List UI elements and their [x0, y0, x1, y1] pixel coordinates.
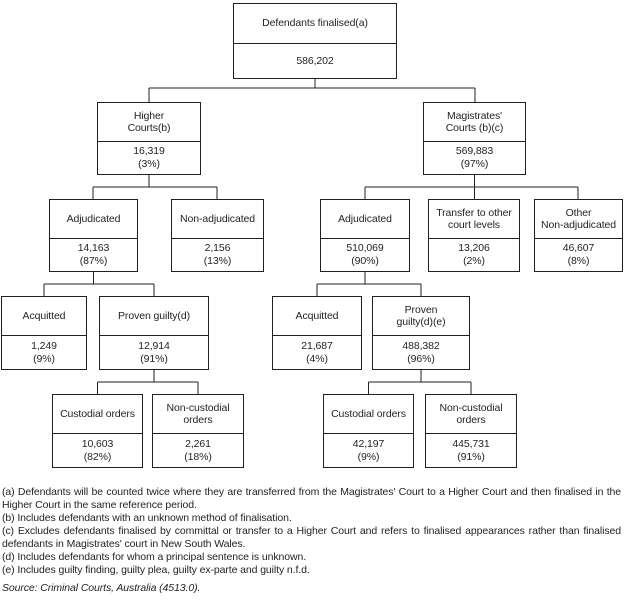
node-figures: 569,883 (97%) [424, 142, 525, 174]
node-percent: (97%) [460, 158, 489, 170]
node-figures: 445,731 (91%) [426, 434, 516, 467]
node-label: Other Non-adjudicated [535, 200, 622, 239]
footnotes: (a) Defendants will be counted twice whe… [2, 486, 621, 577]
node-higher-non-custodial-orders: Non-custodial orders 2,261 (18%) [152, 394, 244, 468]
node-value: 445,731 [452, 437, 490, 450]
node-magistrates-adjudicated: Adjudicated 510,069 (90%) [320, 199, 410, 272]
node-value: 21,687 [301, 339, 333, 352]
node-figures: 42,197 (9%) [324, 434, 413, 467]
node-percent: (2%) [463, 255, 485, 267]
node-label: Non-custodial orders [153, 395, 243, 434]
node-value: 14,163 [77, 242, 110, 254]
node-value: 2,261 [185, 437, 211, 450]
node-figures: 2,261 (18%) [153, 434, 243, 467]
node-magistrates-proven-guilty: Proven guilty(d)(e) 488,382 (96%) [372, 296, 470, 370]
node-value: 488,382 [402, 339, 440, 352]
node-percent: (9%) [357, 450, 380, 463]
node-value: 1,249 [31, 339, 57, 352]
node-higher-courts: Higher Courts(b) 16,319 (3%) [97, 102, 201, 175]
node-value: 586,202 [296, 54, 334, 67]
node-figures: 1,249 (9%) [2, 336, 86, 369]
node-percent: (91%) [457, 450, 485, 463]
node-figures: 21,687 (4%) [273, 336, 361, 369]
node-percent: (8%) [567, 255, 590, 267]
node-figures: 12,914 (91%) [100, 336, 208, 369]
node-figures: 46,607 (8%) [535, 239, 622, 271]
node-defendants-finalised: Defendants finalised(a) 586,202 [233, 3, 397, 79]
node-value: 46,607 [562, 242, 595, 254]
node-label: Proven guilty(d) [100, 297, 208, 336]
node-percent: (13%) [203, 255, 232, 267]
footnote-e: (e) Includes guilty finding, guilty plea… [2, 564, 310, 576]
node-label: Proven guilty(d)(e) [373, 297, 469, 336]
node-label: Non-adjudicated [172, 200, 263, 239]
source-citation: Source: Criminal Courts, Australia (4513… [2, 582, 201, 594]
footnote-b: (b) Includes defendants with an unknown … [2, 512, 292, 524]
footnote-d: (d) Includes defendants for whom a princ… [2, 551, 307, 563]
node-percent: (90%) [351, 255, 379, 267]
node-higher-custodial-orders: Custodial orders 10,603 (82%) [52, 394, 143, 468]
node-figures: 2,156 (13%) [172, 239, 263, 271]
node-label: Acquitted [273, 297, 361, 336]
connector-lines [43, 79, 579, 394]
node-value: 510,069 [346, 242, 384, 254]
node-value: 12,914 [138, 339, 170, 352]
node-figures: 16,319 (3%) [98, 142, 200, 174]
node-figures: 13,206 (2%) [429, 239, 519, 271]
node-magistrates-acquitted: Acquitted 21,687 (4%) [272, 296, 362, 370]
node-figures: 488,382 (96%) [373, 336, 469, 369]
node-percent: (91%) [140, 352, 168, 365]
node-percent: (87%) [79, 255, 108, 267]
node-transfer-other-court-levels: Transfer to other court levels 13,206 (2… [428, 199, 520, 272]
node-value: 13,206 [458, 242, 490, 254]
node-label: Acquitted [2, 297, 86, 336]
node-magistrates-non-custodial-orders: Non-custodial orders 445,731 (91%) [425, 394, 517, 468]
node-other-non-adjudicated: Other Non-adjudicated 46,607 (8%) [534, 199, 623, 272]
node-label: Adjudicated [50, 200, 137, 239]
node-label: Defendants finalised(a) [234, 4, 396, 44]
node-figures: 586,202 [234, 44, 396, 78]
node-label: Transfer to other court levels [429, 200, 519, 239]
node-value: 10,603 [81, 437, 114, 450]
node-magistrates-courts: Magistrates' Courts (b)(c) 569,883 (97%) [423, 102, 526, 175]
node-label: Custodial orders [324, 395, 413, 434]
node-magistrates-custodial-orders: Custodial orders 42,197 (9%) [323, 394, 414, 468]
node-value: 2,156 [204, 242, 231, 254]
node-percent: (4%) [306, 352, 328, 365]
node-label: Non-custodial orders [426, 395, 516, 434]
node-higher-adjudicated: Adjudicated 14,163 (87%) [49, 199, 138, 272]
footnote-a: (a) Defendants will be counted twice whe… [2, 486, 621, 511]
footnote-c: (c) Excludes defendants finalised by com… [2, 525, 621, 550]
node-value: 569,883 [455, 145, 494, 157]
node-percent: (96%) [407, 352, 435, 365]
node-figures: 14,163 (87%) [50, 239, 137, 271]
node-figures: 10,603 (82%) [53, 434, 142, 467]
node-percent: (82%) [83, 450, 112, 463]
node-label: Adjudicated [321, 200, 409, 239]
node-value: 16,319 [133, 145, 165, 157]
node-label: Magistrates' Courts (b)(c) [424, 103, 525, 142]
node-percent: (18%) [184, 450, 212, 463]
node-label: Custodial orders [53, 395, 142, 434]
node-higher-non-adjudicated: Non-adjudicated 2,156 (13%) [171, 199, 264, 272]
flowchart-defendants-finalised: Defendants finalised(a) 586,202 Higher C… [1, 3, 623, 468]
node-higher-acquitted: Acquitted 1,249 (9%) [1, 296, 87, 370]
node-figures: 510,069 (90%) [321, 239, 409, 271]
node-percent: (3%) [138, 158, 160, 170]
node-percent: (9%) [33, 352, 55, 365]
node-label: Higher Courts(b) [98, 103, 200, 142]
node-value: 42,197 [352, 437, 385, 450]
node-higher-proven-guilty: Proven guilty(d) 12,914 (91%) [99, 296, 209, 370]
